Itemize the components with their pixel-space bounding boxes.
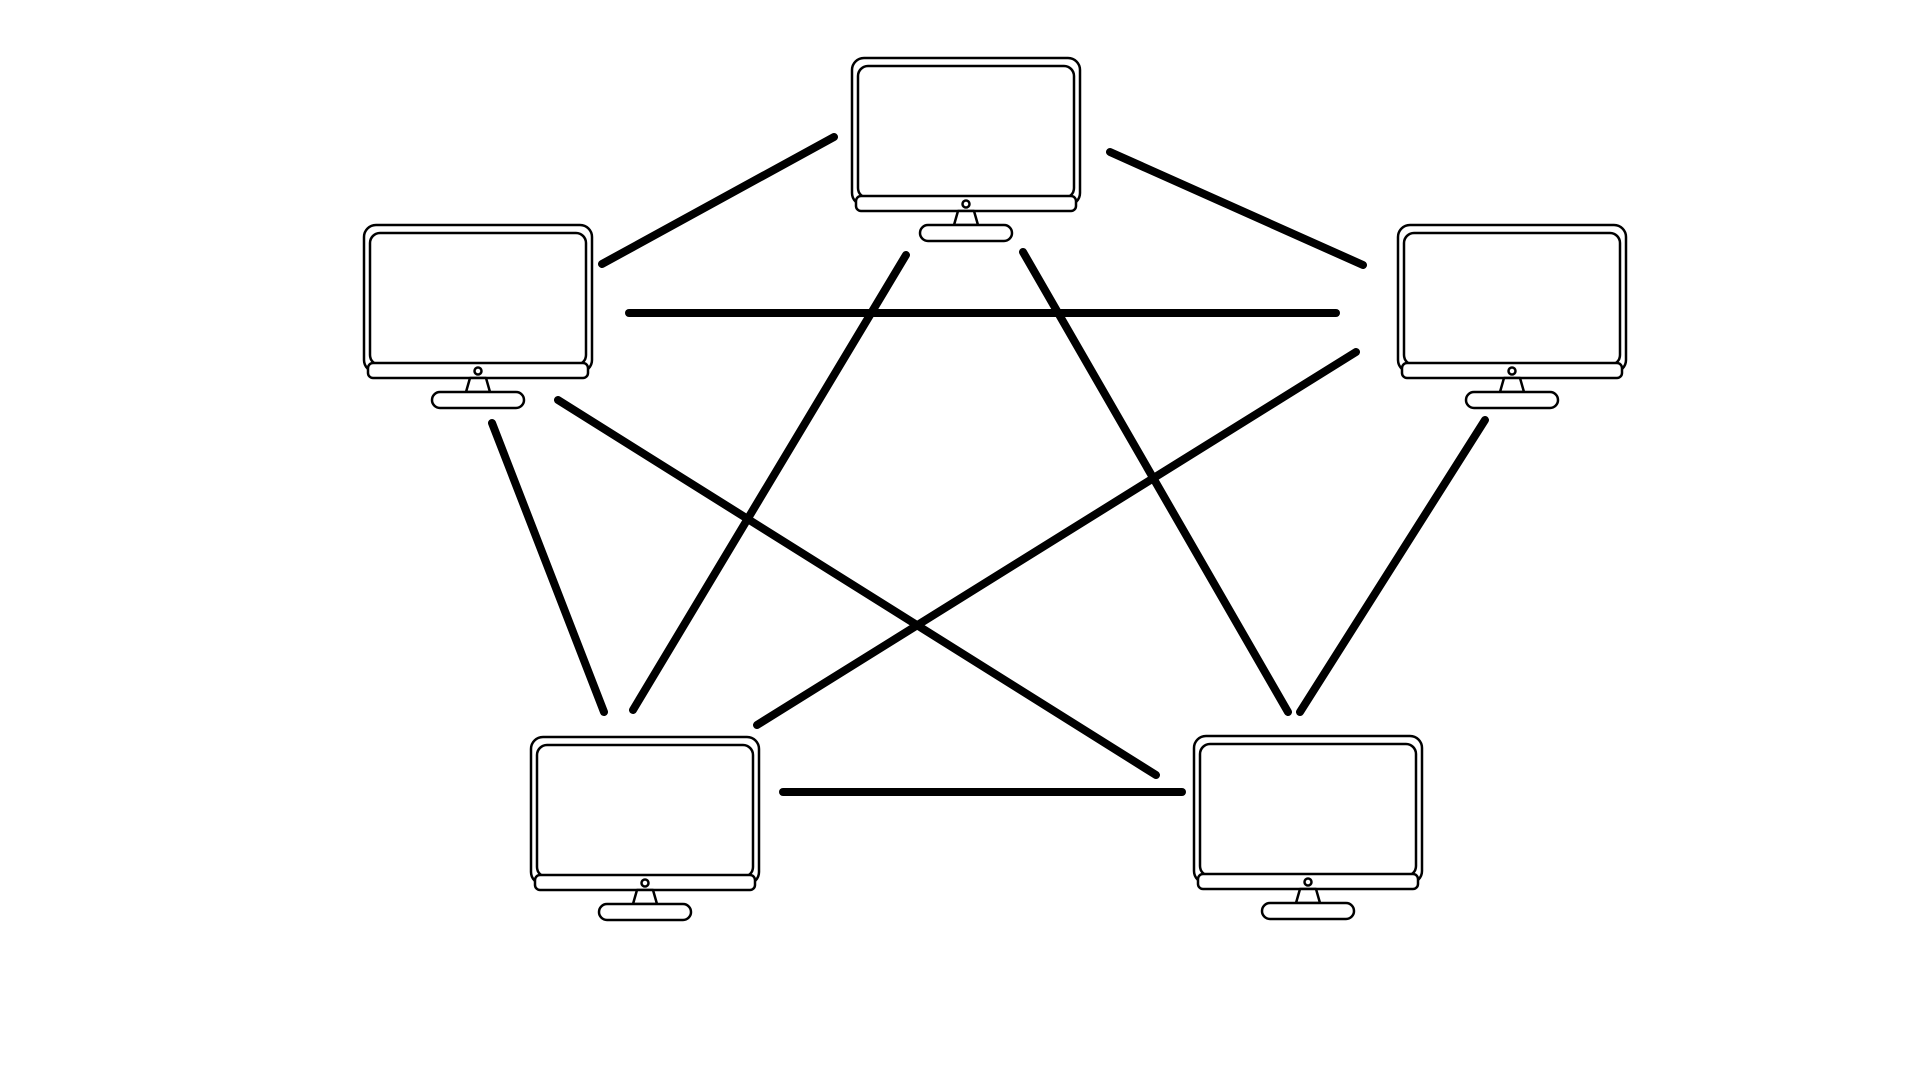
computer-nodes bbox=[362, 56, 1628, 922]
monitor-icon bbox=[529, 735, 761, 922]
monitor-screen bbox=[1198, 742, 1418, 878]
link-upper-right-lower-left bbox=[753, 348, 1360, 729]
link-upper-left-lower-left bbox=[488, 419, 608, 716]
monitor-base bbox=[1260, 901, 1356, 921]
monitor-icon bbox=[1396, 223, 1628, 410]
connection-lines bbox=[488, 133, 1489, 796]
monitor-neck bbox=[631, 888, 659, 906]
power-led-icon bbox=[473, 366, 483, 376]
monitor-base bbox=[918, 223, 1014, 243]
monitor-icon bbox=[850, 56, 1082, 243]
monitor-base bbox=[430, 390, 526, 410]
monitor-base bbox=[1464, 390, 1560, 410]
link-upper-right-lower-right bbox=[1296, 416, 1489, 716]
power-led-icon bbox=[1303, 877, 1313, 887]
monitor-screen bbox=[368, 231, 588, 367]
link-top-lower-right bbox=[1019, 248, 1292, 716]
monitor-neck bbox=[1498, 376, 1526, 394]
monitor-neck bbox=[1294, 887, 1322, 905]
link-upper-left-lower-right bbox=[554, 396, 1160, 779]
monitor-neck bbox=[952, 209, 980, 227]
monitor-icon bbox=[1192, 734, 1424, 921]
monitor-screen bbox=[535, 743, 755, 879]
monitor-neck bbox=[464, 376, 492, 394]
link-top-upper-left bbox=[598, 133, 838, 268]
monitor-screen bbox=[1402, 231, 1622, 367]
power-led-icon bbox=[1507, 366, 1517, 376]
monitor-base bbox=[597, 902, 693, 922]
link-top-lower-left bbox=[629, 251, 910, 714]
monitor-screen bbox=[856, 64, 1076, 200]
power-led-icon bbox=[640, 878, 650, 888]
monitor-icon bbox=[362, 223, 594, 410]
power-led-icon bbox=[961, 199, 971, 209]
link-top-upper-right bbox=[1106, 148, 1367, 269]
